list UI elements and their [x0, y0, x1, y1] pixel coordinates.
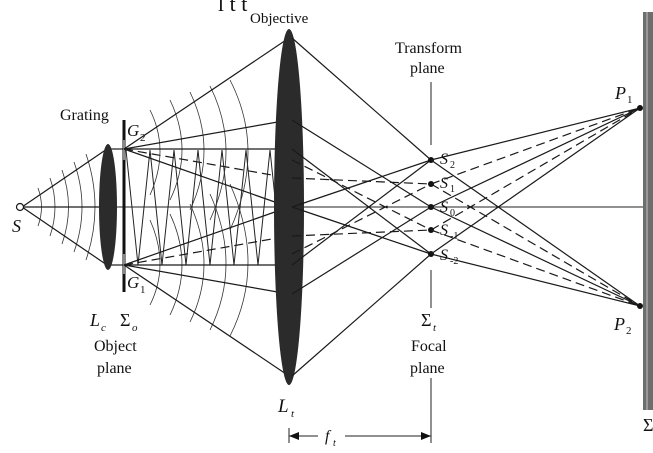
- object-plane-label-line2: plane: [97, 360, 132, 377]
- s-minus2-label: S: [440, 247, 448, 264]
- image-point-p1: [637, 105, 643, 111]
- s2-label: S: [440, 151, 448, 168]
- transform-plane-label-line1: Transform: [395, 40, 463, 57]
- focal-length-subscript: t: [333, 438, 336, 449]
- g1-subscript: 1: [140, 284, 146, 296]
- image-point-p2: [637, 303, 643, 309]
- objective-lens: [274, 29, 304, 385]
- grating-label: Grating: [60, 107, 109, 124]
- condenser-lens: [99, 144, 117, 270]
- lt-subscript: t: [291, 408, 295, 420]
- focal-length-marker: [288, 428, 431, 443]
- sigma-i-label: Σ: [643, 415, 653, 435]
- source-point: [15, 202, 25, 212]
- s1-subscript: 1: [450, 184, 455, 195]
- g2-subscript: 2: [140, 132, 146, 144]
- s-minus1-subscript: -1: [450, 231, 458, 242]
- s2-subscript: 2: [450, 160, 455, 171]
- s-minus1-label: S: [440, 222, 448, 239]
- sigma-o-subscript: o: [132, 322, 138, 334]
- diffracted-wavefronts: [149, 79, 249, 337]
- collimated-beam: [110, 148, 124, 266]
- lc-subscript: c: [101, 322, 106, 334]
- source-label: S: [12, 216, 21, 236]
- sigma-o-label: Σ: [120, 310, 130, 330]
- p2-subscript: 2: [626, 325, 632, 337]
- focal-plane-label-line1: Focal: [411, 338, 447, 355]
- p2-label: P: [613, 314, 625, 334]
- lc-label: L: [89, 310, 100, 330]
- sigma-t-subscript: t: [433, 322, 437, 334]
- s1-label: S: [440, 175, 448, 192]
- s0-label: S: [440, 199, 448, 216]
- source-rays: [21, 148, 108, 266]
- objective-to-focus-rays: [291, 37, 432, 377]
- objective-label: Objective: [250, 11, 309, 27]
- focal-plane-label-line2: plane: [410, 360, 445, 377]
- transform-plane-label-line2: plane: [410, 60, 445, 77]
- p1-subscript: 1: [627, 94, 633, 106]
- g2-label: G: [127, 121, 139, 140]
- s-minus2-subscript: -2: [450, 256, 458, 267]
- focal-length-label: f: [325, 428, 332, 445]
- focus-to-image-rays: [430, 107, 641, 307]
- object-plane-label-line1: Object: [94, 338, 137, 355]
- lt-label: L: [277, 396, 289, 417]
- grating-to-objective-rays: [123, 37, 290, 377]
- top-cut-text: ſ t t: [218, 0, 247, 16]
- g1-label: G: [127, 273, 139, 292]
- p1-label: P: [614, 83, 626, 103]
- s0-subscript: 0: [450, 208, 455, 219]
- interference-zigzag: [125, 149, 283, 266]
- sigma-t-label: Σ: [421, 310, 431, 330]
